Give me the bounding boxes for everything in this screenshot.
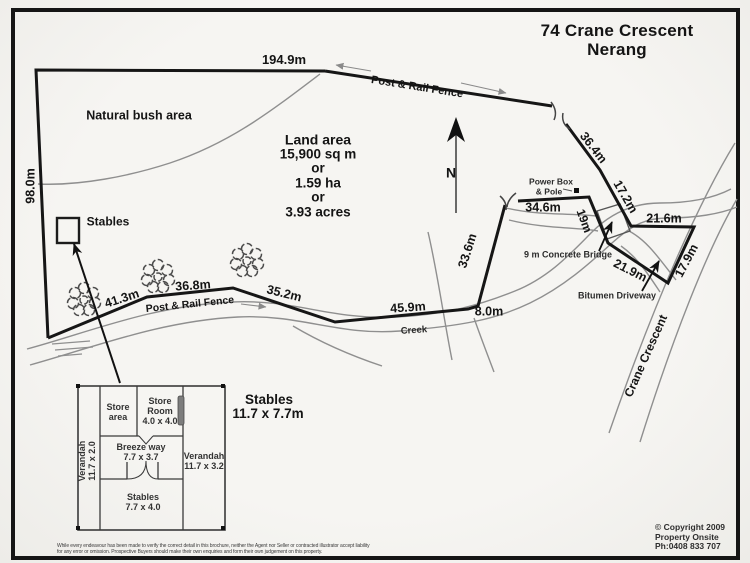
page-title-line2: Nerang xyxy=(587,40,647,60)
measurement-36-8: 36.8m xyxy=(174,277,212,294)
land-area-line: 3.93 acres xyxy=(285,204,351,219)
room-verandah-left-size: 11.7 x 2.0 xyxy=(87,441,97,481)
inset-title-line2: 11.7 x 7.7m xyxy=(232,405,304,421)
label-power-box: Power Box xyxy=(529,176,573,187)
land-area-line: Land area xyxy=(284,131,352,148)
measurement-34-6: 34.6m xyxy=(525,200,561,215)
label-bitumen-driveway: Bitumen Driveway xyxy=(577,290,657,301)
bridge-arrow xyxy=(598,221,613,252)
land-area-line: 15,900 sq m xyxy=(279,146,357,161)
room-breezeway: Breeze way 7.7 x 3.7 xyxy=(116,442,165,462)
survey-corner-dots xyxy=(76,384,225,530)
road-crane-crescent xyxy=(608,142,738,443)
room-label-line: Room xyxy=(147,406,173,416)
inset-title-line1: Stables xyxy=(244,391,294,407)
room-label-line: 4.0 x 4.0 xyxy=(142,416,178,426)
disclaimer-line1: While every endeavour has been made to v… xyxy=(57,543,370,549)
room-label-line: Store xyxy=(148,396,172,406)
measurement-8-0: 8.0m xyxy=(474,304,504,319)
measurement-45-9: 45.9m xyxy=(389,299,427,316)
room-stables: Stables 7.7 x 4.0 xyxy=(125,492,160,512)
fence-direction-arrow xyxy=(460,82,507,95)
room-label-line: 7.7 x 4.0 xyxy=(125,502,161,512)
land-area-block: Land area 15,900 sq m or 1.59 ha or 3.93… xyxy=(279,131,357,220)
power-box-marker xyxy=(574,188,579,193)
boundary-fence-top xyxy=(324,69,553,108)
bush-boundary-line xyxy=(37,73,321,185)
disclaimer-line2: for any error or omission. Prospective B… xyxy=(57,549,323,555)
label-power-pole: & Pole xyxy=(535,186,563,197)
room-label-line: area xyxy=(108,412,128,422)
copyright-line: Ph:0408 833 707 xyxy=(655,541,721,551)
copyright-line: © Copyright 2009 xyxy=(655,522,726,532)
corner-ticks xyxy=(51,340,94,357)
power-box-leader xyxy=(562,188,573,192)
room-label-line: 11.7 x 3.2 xyxy=(184,461,224,471)
boundary-top-left xyxy=(34,68,326,339)
property-boundary xyxy=(34,68,697,340)
floor-plan-inset xyxy=(76,384,226,531)
label-north: N xyxy=(445,164,457,181)
land-area-line: 1.59 ha xyxy=(295,175,341,190)
label-stables: Stables xyxy=(86,214,130,229)
measurement-boundary-top: 194.9m xyxy=(261,52,307,68)
stables-building-square xyxy=(55,216,81,245)
room-label-line: Store xyxy=(106,402,130,412)
land-area-line: or xyxy=(311,189,325,205)
north-arrow-icon xyxy=(447,117,465,213)
tree-icon xyxy=(140,258,176,294)
label-concrete-bridge: 9 m Concrete Bridge xyxy=(523,249,613,260)
label-natural-bush-area: Natural bush area xyxy=(86,108,192,123)
creek-lines xyxy=(26,188,738,373)
room-label-line: Stables xyxy=(126,492,159,502)
room-label-line: 7.7 x 3.7 xyxy=(123,452,159,462)
label-creek: Creek xyxy=(400,324,428,337)
room-label-line: Verandah xyxy=(183,451,225,461)
arrows xyxy=(72,62,660,384)
copyright-block: © Copyright 2009 Property Onsite Ph:0408… xyxy=(655,522,726,552)
room-label-line: Breeze way xyxy=(116,442,166,452)
land-area-line: or xyxy=(311,160,325,176)
page-border xyxy=(11,8,740,560)
thin-features xyxy=(26,73,738,443)
room-verandah-right: Verandah 11.7 x 3.2 xyxy=(184,451,225,471)
room-verandah-left-name: Verandah xyxy=(77,440,87,482)
water-tank-icon xyxy=(177,395,185,426)
inset-to-stables-arrow xyxy=(72,243,121,384)
boundary-northeast xyxy=(517,123,697,286)
boundary-south xyxy=(47,204,507,340)
fence-gap-marks xyxy=(499,101,571,211)
room-store-room: Store Room 4.0 x 4.0 xyxy=(142,396,177,426)
room-store-area: Store area xyxy=(106,402,129,422)
fence-direction-arrow xyxy=(240,302,267,310)
copyright-line: Property Onsite xyxy=(655,531,719,542)
fence-direction-arrow xyxy=(335,62,372,72)
page-title-line1: 74 Crane Crescent xyxy=(540,21,694,41)
measurement-boundary-left: 98.0m xyxy=(23,168,38,204)
driveway-arrow xyxy=(641,260,660,292)
measurement-21-6: 21.6m xyxy=(646,211,682,226)
tree-icon xyxy=(229,242,265,278)
